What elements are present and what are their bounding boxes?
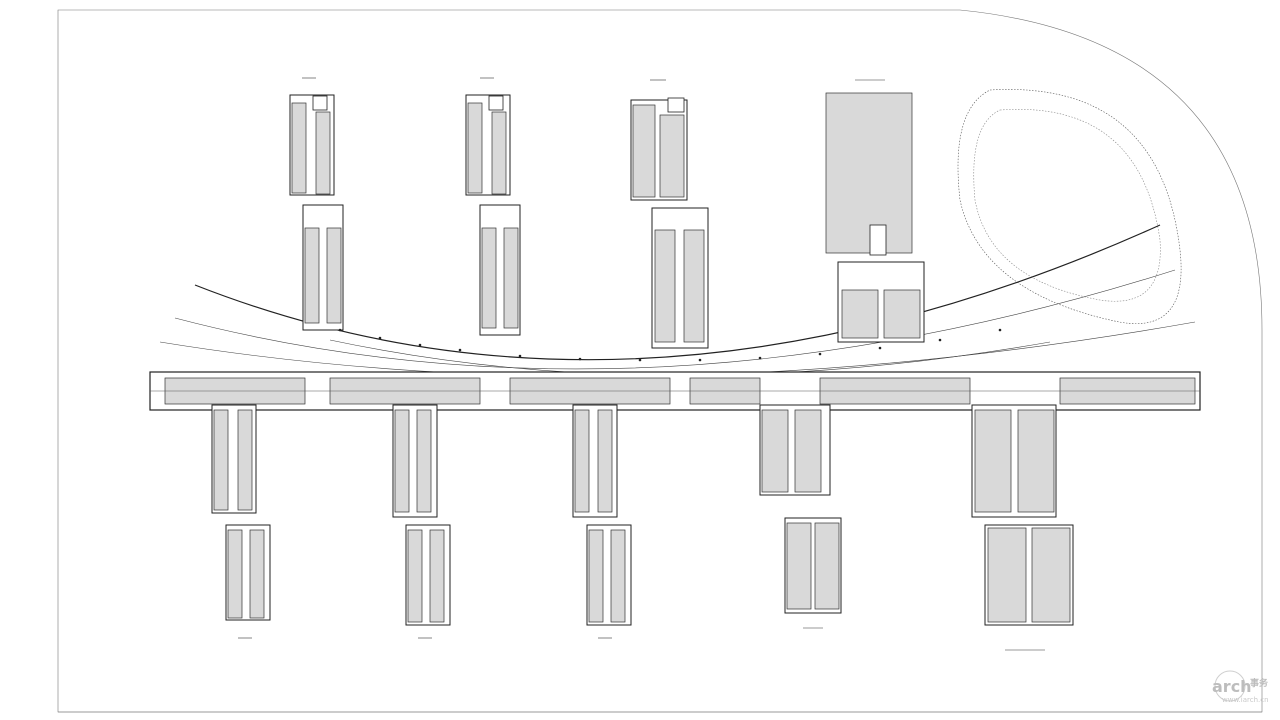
watermark-logo: arch 事务 www.iarch.cn — [1212, 670, 1269, 704]
south-wing-1 — [211, 404, 271, 621]
south-wing-4 — [759, 404, 842, 614]
north-wing-1 — [289, 94, 344, 331]
dimension-ticks — [238, 77, 1045, 651]
watermark-url: www.iarch.cn — [1222, 696, 1269, 704]
canopy-columns — [338, 328, 1002, 362]
watermark-brand: arch — [1212, 677, 1252, 696]
north-wing-2 — [465, 94, 521, 336]
south-wing-5 — [971, 404, 1074, 626]
drawing-frame — [57, 9, 1263, 713]
north-wing-4 — [825, 92, 925, 343]
watermark-suffix: 事务 — [1250, 677, 1269, 689]
site-landscape — [957, 89, 1182, 324]
main-spine — [149, 371, 1201, 411]
south-wing-3 — [572, 404, 632, 626]
south-wing-2 — [392, 404, 451, 626]
north-wing-3 — [630, 97, 709, 349]
